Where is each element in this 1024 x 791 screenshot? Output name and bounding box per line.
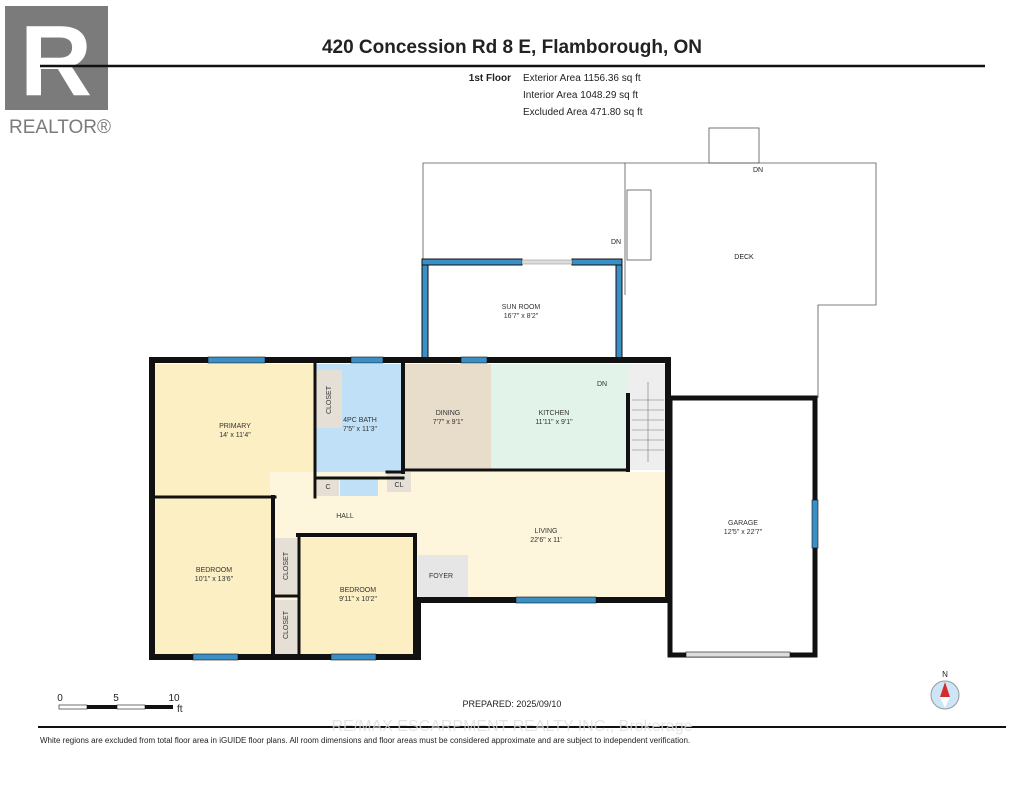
bedroom-1 bbox=[155, 498, 273, 654]
deck-dn-label: DN bbox=[611, 239, 621, 246]
sun-room bbox=[421, 258, 623, 361]
scale-bar: 0 5 10 ft bbox=[57, 693, 183, 715]
compass-icon: N bbox=[930, 670, 960, 710]
dining-label: DINING bbox=[436, 410, 461, 417]
page-title: 420 Concession Rd 8 E, Flamborough, ON bbox=[322, 37, 702, 58]
bedroom-1-label: BEDROOM bbox=[196, 567, 232, 574]
svg-text:ft: ft bbox=[177, 704, 183, 715]
realtor-logo: R REALTOR® bbox=[5, 5, 111, 138]
c-closet-label: C bbox=[325, 484, 330, 491]
prepared-date: PREPARED: 2025/09/10 bbox=[463, 699, 562, 709]
kitchen-room bbox=[491, 364, 628, 470]
svg-text:REALTOR®: REALTOR® bbox=[9, 117, 111, 138]
closet-label: CLOSET bbox=[326, 385, 333, 414]
sunroom-label: SUN ROOM bbox=[502, 304, 541, 311]
bedroom-2 bbox=[300, 538, 415, 654]
foyer bbox=[418, 555, 468, 600]
primary-dim: 14' x 11'4" bbox=[219, 432, 251, 439]
stairs-lines bbox=[632, 382, 664, 462]
deck-dn-label: DN bbox=[753, 167, 763, 174]
svg-text:5: 5 bbox=[113, 693, 119, 704]
windows bbox=[192, 356, 819, 661]
dining-room bbox=[405, 364, 491, 470]
bath-dim: 7'5" x 11'3" bbox=[343, 426, 377, 433]
living-dim: 22'6" x 11' bbox=[530, 537, 562, 544]
bath-label: 4PC BATH bbox=[343, 417, 377, 424]
svg-text:N: N bbox=[942, 670, 948, 679]
watermark: RE/MAX ESCARPMENT REALTY INC., Brokerage bbox=[332, 718, 693, 735]
foyer-label: FOYER bbox=[429, 573, 453, 580]
hall-label: HALL bbox=[336, 513, 354, 520]
garage-label: GARAGE bbox=[728, 520, 758, 527]
closet bbox=[274, 600, 298, 654]
svg-text:10: 10 bbox=[168, 693, 180, 704]
sunroom-dim: 16'7" x 8'2" bbox=[504, 313, 539, 320]
primary-label: PRIMARY bbox=[219, 423, 251, 430]
closet-label: CLOSET bbox=[283, 610, 290, 639]
bedroom-1-dim: 10'1" x 13'6" bbox=[195, 576, 234, 583]
cl-closet-label: CL bbox=[395, 482, 404, 489]
closet-label: CLOSET bbox=[283, 551, 290, 580]
exterior-area: Exterior Area 1156.36 sq ft bbox=[523, 73, 641, 84]
svg-text:0: 0 bbox=[57, 693, 63, 704]
living-label: LIVING bbox=[535, 528, 558, 535]
dining-dim: 7'7" x 9'1" bbox=[433, 419, 464, 426]
bedroom-2-label: BEDROOM bbox=[340, 587, 376, 594]
excluded-area: Excluded Area 471.80 sq ft bbox=[523, 107, 643, 118]
svg-text:R: R bbox=[20, 5, 92, 117]
kitchen-label: KITCHEN bbox=[539, 410, 570, 417]
bedroom-2-dim: 9'11" x 10'2" bbox=[339, 596, 377, 603]
kitchen-dim: 11'11" x 9'1" bbox=[535, 419, 573, 426]
closet bbox=[274, 538, 298, 594]
deck-label: DECK bbox=[734, 254, 754, 261]
deck bbox=[422, 127, 877, 398]
stairs-dn-label: DN bbox=[597, 381, 607, 388]
floor-name: 1st Floor bbox=[469, 73, 511, 84]
disclaimer: White regions are excluded from total fl… bbox=[40, 736, 690, 745]
interior-area: Interior Area 1048.29 sq ft bbox=[523, 90, 638, 101]
garage-dim: 12'5" x 22'7" bbox=[724, 529, 763, 536]
